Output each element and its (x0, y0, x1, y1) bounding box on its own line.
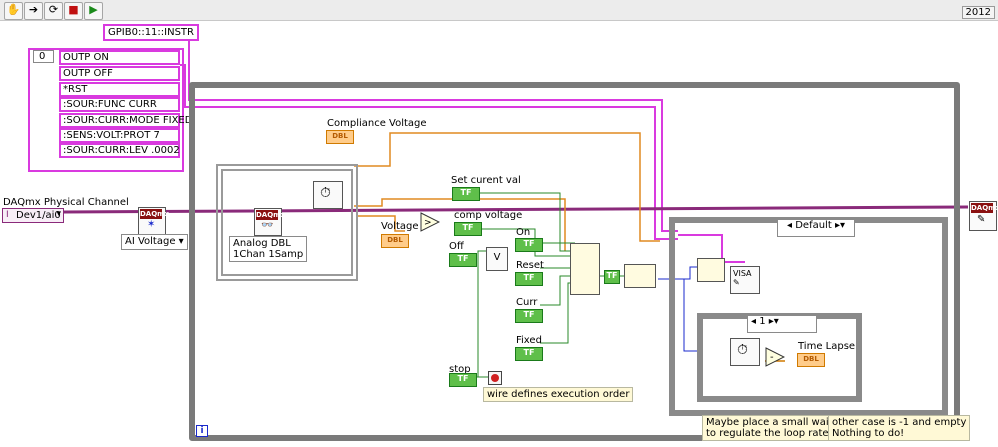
case-selector[interactable]: ◂ Default ▸▾ (777, 219, 855, 237)
daqmx-tag: DAQmx (140, 209, 169, 219)
svg-text:>: > (424, 218, 432, 228)
chevron-down-icon: ▸▾ (834, 220, 845, 231)
analog-ring-line2: 1Chan 1Samp (233, 249, 304, 260)
version-label: 2012 (961, 6, 995, 19)
glasses-icon: 👓 (261, 220, 274, 231)
stop-control[interactable]: TF (449, 373, 477, 387)
ai-voltage-label: AI Voltage (125, 236, 176, 247)
daqmx-tag: DAQmx (256, 210, 285, 220)
array-element[interactable]: OUTP ON (59, 50, 180, 65)
analog-ring-line1: Analog DBL (233, 238, 291, 249)
on-label: On (516, 227, 531, 238)
curr-label: Curr (516, 297, 538, 308)
time-lapse-indicator: DBL (797, 353, 825, 367)
time-lapse-label: Time Lapse (798, 341, 856, 352)
loop-iteration-terminal[interactable]: i (196, 425, 208, 437)
subtract-function[interactable]: - (765, 347, 786, 367)
string-array-constant[interactable] (28, 48, 184, 172)
array-element[interactable]: :SOUR:CURR:MODE FIXED (59, 113, 192, 128)
wire-note-comment: wire defines execution order (483, 387, 634, 402)
case-note-comment: other case is -1 and empty Nothing to do… (828, 415, 971, 441)
compliance-voltage-control[interactable]: DBL (326, 130, 354, 144)
analog-dbl-ring[interactable]: Analog DBL 1Chan 1Samp (229, 236, 308, 262)
fixed-label: Fixed (516, 335, 542, 346)
voltage-indicator: DBL (381, 234, 409, 248)
case-inner-label: 1 (759, 316, 766, 327)
wires (63, 30, 969, 378)
comment2-line1: other case is -1 and empty (832, 417, 967, 428)
fixed-control[interactable]: TF (515, 347, 543, 361)
off-control[interactable]: TF (449, 253, 477, 267)
comment1-line2: to regulate the loop rate (706, 428, 829, 439)
stopwatch-icon: ⏱ (737, 342, 748, 358)
svg-text:-: - (770, 352, 774, 363)
array-element[interactable]: OUTP OFF (59, 66, 180, 81)
stopwatch-icon: ⏱ (320, 185, 331, 201)
build-array-function[interactable] (570, 243, 600, 295)
comp-voltage-indicator: TF (454, 222, 482, 236)
daqmx-read-vi[interactable]: DAQmx 👓 (254, 208, 285, 236)
stop-condition-terminal[interactable] (488, 371, 502, 385)
chevron-down-icon: ▾ (56, 209, 61, 219)
set-current-val-control[interactable]: TF (452, 187, 480, 201)
sequence-structure[interactable] (216, 164, 358, 281)
hand-tool-icon[interactable]: ✋ (4, 2, 23, 20)
toolbar: ✋ ➔ ⟳ ■ ▶ 2012 (0, 0, 998, 21)
comp-voltage-label: comp voltage (454, 210, 523, 221)
io-icon: Ⅰ (6, 210, 9, 220)
wait-timer-vi[interactable]: ⏱ (313, 181, 343, 209)
daqmx-channel-control[interactable]: Ⅰ Dev1/ai0 ▾ (2, 208, 64, 223)
chevron-left-icon: ◂ (787, 220, 793, 231)
chevron-down-icon: ▸▾ (768, 316, 779, 327)
set-current-val-label: Set curent val (451, 175, 521, 186)
visa-write-icon: VISA ✎ (733, 269, 752, 287)
block-diagram: GPIB0::11::INSTR 0 OUTP ON OUTP OFF *RST… (0, 21, 998, 447)
chevron-down-icon: ▾ (178, 236, 184, 247)
daqmx-channel-value: Dev1/ai0 (16, 210, 61, 221)
select-function[interactable]: V (486, 247, 508, 271)
stop-label: stop (449, 364, 471, 375)
eraser-icon: ✎ (977, 214, 986, 225)
off-label: Off (449, 241, 464, 252)
array-element[interactable]: :SENS:VOLT:PROT 7 (59, 128, 180, 143)
case-default-label: Default (795, 220, 832, 231)
index-array-function[interactable] (697, 258, 725, 282)
array-element[interactable]: :SOUR:CURR:LEV .0002 (59, 143, 180, 158)
curr-control[interactable]: TF (515, 309, 543, 323)
comment1-line1: Maybe place a small wait here (706, 417, 859, 428)
on-control[interactable]: TF (515, 238, 543, 252)
tick-count-vi[interactable]: ⏱ (730, 338, 760, 366)
subtract-icon: - (765, 347, 786, 367)
ai-voltage-ring[interactable]: AI Voltage ▾ (121, 234, 188, 250)
while-loop[interactable] (189, 82, 960, 441)
visa-resource-constant[interactable]: GPIB0::11::INSTR (103, 24, 199, 41)
voltage-label: Voltage (381, 221, 419, 232)
star-icon: ✶ (147, 219, 156, 230)
reset-control[interactable]: TF (515, 272, 543, 286)
compliance-voltage-label: Compliance Voltage (327, 118, 427, 129)
search-array-function[interactable] (624, 264, 656, 288)
visa-write-vi[interactable]: VISA ✎ (730, 266, 760, 294)
daqmx-channel-label: DAQmx Physical Channel (3, 197, 129, 208)
run-icon[interactable]: ➔ (24, 2, 43, 20)
daqmx-clear-task-vi[interactable]: DAQmx ✎ (969, 201, 998, 231)
array-index[interactable]: 0 (33, 50, 54, 63)
greater-than-icon: > (420, 212, 441, 232)
chevron-left-icon: ◂ (751, 316, 757, 327)
comment2-line2: Nothing to do! (832, 428, 905, 439)
inner-case-selector[interactable]: ◂ 1 ▸▾ (747, 315, 817, 333)
run-continuous-icon[interactable]: ⟳ (44, 2, 63, 20)
abort-icon[interactable]: ■ (64, 2, 83, 20)
reset-label: Reset (516, 260, 544, 271)
stop-sign-icon (491, 374, 499, 382)
labview-icon[interactable]: ▶ (84, 2, 103, 20)
daqmx-create-channel-vi[interactable]: DAQmx ✶ (138, 207, 169, 235)
boolean-wire-tag: TF (604, 270, 620, 284)
greater-than-function[interactable]: > (420, 212, 441, 232)
array-element[interactable]: :SOUR:FUNC CURR (59, 97, 180, 112)
array-element[interactable]: *RST (59, 82, 180, 97)
daqmx-tag: DAQmx (971, 203, 998, 213)
